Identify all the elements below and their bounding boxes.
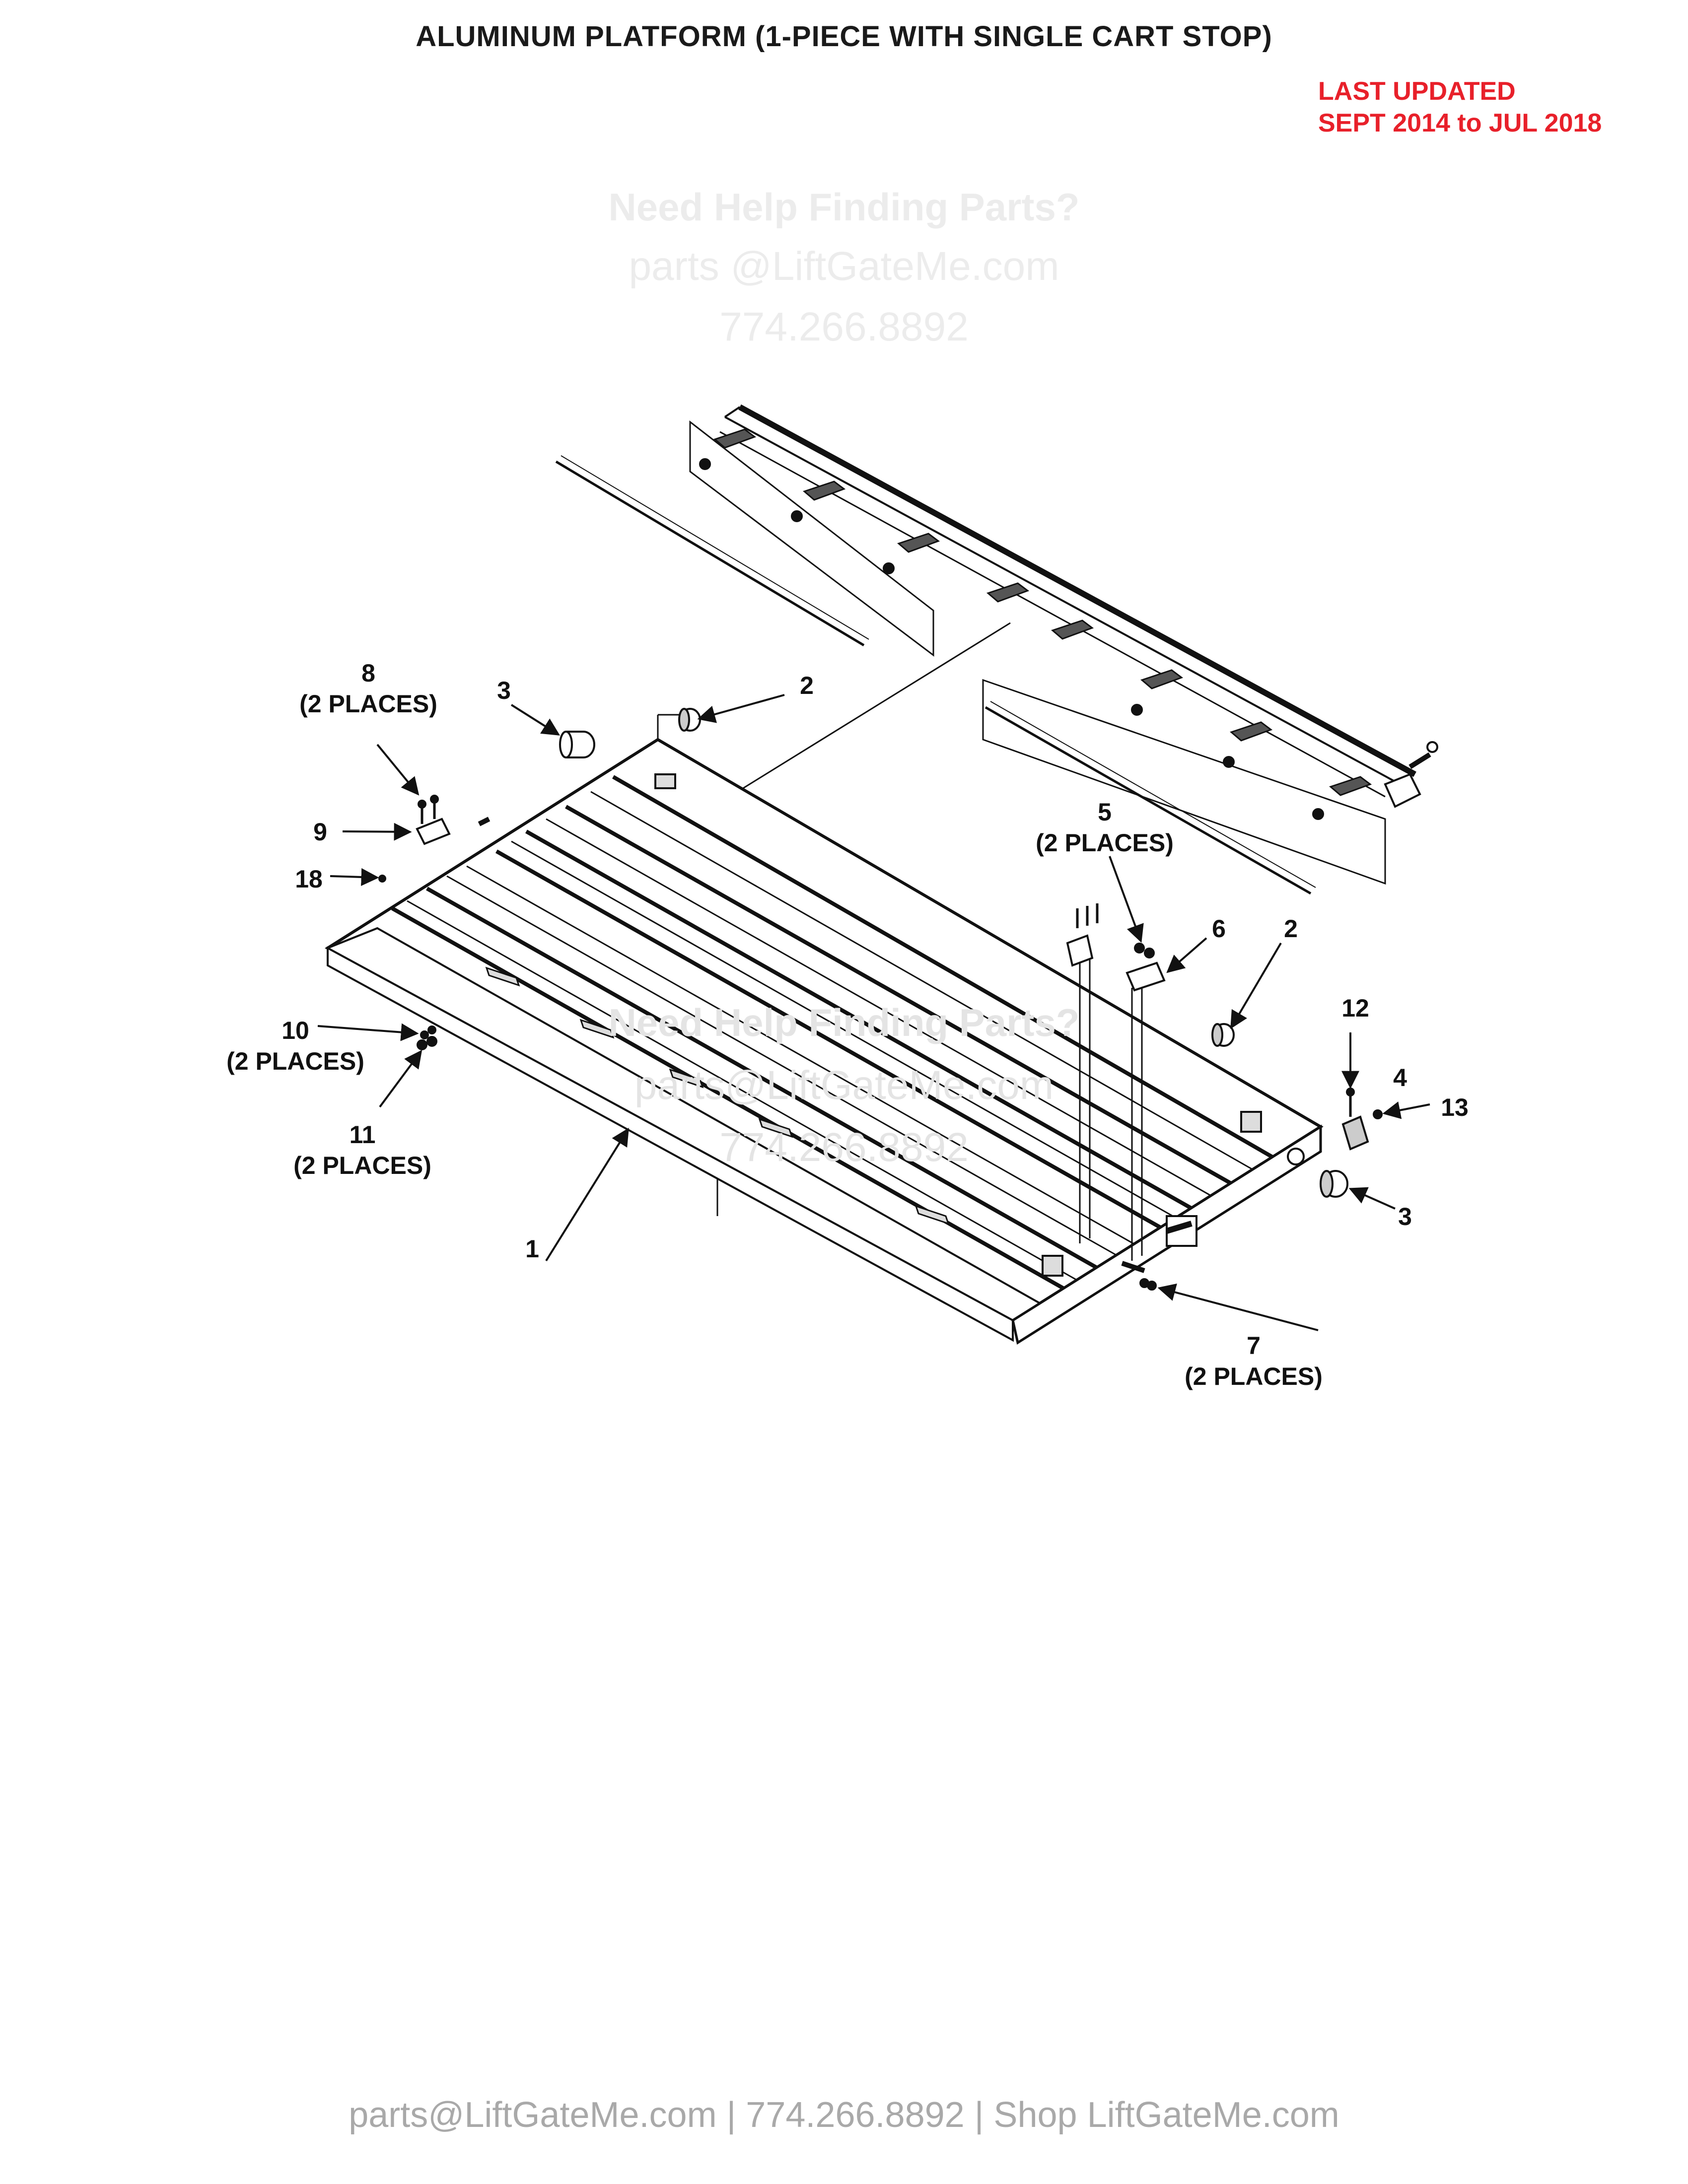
callout-number: 11: [349, 1121, 376, 1149]
callout-number: 5: [1098, 798, 1112, 826]
hardware-parts: [378, 708, 1383, 1291]
callout-number: 10: [281, 1017, 309, 1044]
callout-number: 9: [313, 818, 327, 846]
rail-hidden-box-right: [982, 679, 1386, 885]
callout-number: 7: [1247, 1332, 1261, 1360]
watermark-mid-heading: Need Help Finding Parts?: [608, 1001, 1080, 1044]
watermark-mid-email: parts@LiftGateMe.com: [634, 1063, 1054, 1108]
watermark-mid-phone: 774.266.8892: [719, 1125, 969, 1170]
callout-3-right: 3: [1398, 1201, 1412, 1232]
callout-number: 6: [1212, 915, 1226, 943]
callout-9: 9: [313, 817, 327, 847]
callout-11: 11 (2 PLACES): [293, 1119, 431, 1181]
callout-number: 13: [1441, 1093, 1469, 1121]
callout-number: 1: [525, 1235, 539, 1263]
callout-number: 4: [1393, 1064, 1407, 1092]
callout-2-right: 2: [1284, 913, 1298, 944]
screw-18: [378, 875, 386, 883]
platform-assembly: [325, 714, 1324, 1345]
callout-18: 18: [295, 864, 323, 894]
hinge-plate-9: [416, 818, 451, 845]
bushing-2-top: [678, 708, 701, 732]
callout-number: 2: [1284, 915, 1298, 943]
bushing-3-right: [1320, 1170, 1348, 1198]
callout-quantity: (2 PLACES): [293, 1152, 431, 1179]
callout-6: 6: [1212, 913, 1226, 944]
bushing-2-right: [1211, 1023, 1235, 1047]
callout-2-top: 2: [800, 670, 814, 701]
callout-8: 8 (2 PLACES): [299, 658, 437, 719]
callout-10: 10 (2 PLACES): [226, 1015, 364, 1077]
callout-quantity: (2 PLACES): [1036, 829, 1174, 857]
callout-quantity: (2 PLACES): [299, 690, 437, 718]
watermark-help-heading: Need Help Finding Parts?: [608, 185, 1080, 229]
callout-number: 3: [497, 677, 511, 704]
footer-contact: parts@LiftGateMe.com | 774.266.8892 | Sh…: [349, 2095, 1339, 2135]
last-updated-label: LAST UPDATED: [1318, 77, 1516, 106]
bracket-left-5: [1066, 934, 1094, 967]
callout-3-left: 3: [497, 675, 511, 706]
callout-number: 18: [295, 865, 323, 893]
last-updated-range: SEPT 2014 to JUL 2018: [1318, 109, 1602, 137]
callout-1: 1: [525, 1233, 539, 1264]
watermark-phone: 774.266.8892: [719, 304, 969, 349]
callout-quantity: (2 PLACES): [1185, 1363, 1323, 1390]
callout-13: 13: [1441, 1092, 1469, 1123]
callout-number: 2: [800, 672, 814, 699]
callout-quantity: (2 PLACES): [226, 1047, 364, 1075]
callout-7: 7 (2 PLACES): [1185, 1330, 1323, 1392]
callout-12: 12: [1341, 993, 1369, 1024]
callout-5: 5 (2 PLACES): [1036, 797, 1174, 858]
callout-number: 8: [361, 659, 375, 687]
callout-number: 3: [1398, 1203, 1412, 1230]
page-title: ALUMINUM PLATFORM (1-PIECE WITH SINGLE C…: [416, 20, 1272, 53]
watermark-email: parts @LiftGateMe.com: [629, 244, 1059, 289]
callout-4: 4: [1393, 1062, 1407, 1093]
block-4: [1341, 1115, 1369, 1151]
bushing-3-left: [559, 731, 595, 758]
callout-number: 12: [1341, 994, 1369, 1022]
bracket-6: [1125, 961, 1166, 992]
leader-lines: [317, 694, 1430, 1331]
last-updated-note: LAST UPDATED SEPT 2014 to JUL 2018: [1318, 75, 1602, 139]
